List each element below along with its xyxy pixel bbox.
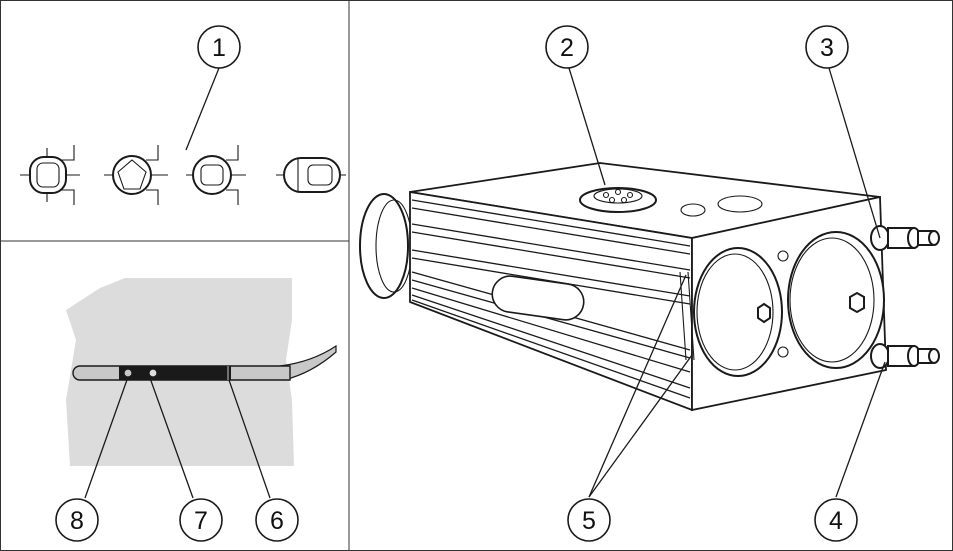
indicator-probe-illustration [72, 344, 337, 381]
bottom-fitting [870, 343, 940, 369]
top-fitting [870, 225, 940, 251]
leader-line [228, 379, 271, 499]
end-cap-left [693, 247, 783, 377]
callout-6: 6 [255, 498, 299, 542]
leader-line [588, 274, 687, 498]
callout-8-label: 8 [70, 507, 84, 535]
leader-line [568, 67, 606, 186]
shaft-profile-icon [20, 145, 80, 205]
leader-line [828, 67, 881, 239]
shaft-profiles-panel: 1 [20, 25, 346, 205]
callout-4: 4 [814, 498, 858, 542]
callout-3: 3 [805, 25, 849, 69]
callout-5: 5 [567, 498, 611, 542]
callout-4-label: 4 [829, 507, 843, 535]
top-connector [579, 187, 763, 217]
actuator-panel: 2 3 5 4 [359, 25, 940, 542]
callout-8: 8 [55, 498, 99, 542]
leader-line [84, 376, 129, 499]
marker-hole [148, 368, 158, 378]
shaft-profile-icon [186, 145, 246, 205]
callout-3-label: 3 [820, 34, 834, 62]
leader-line [588, 354, 693, 498]
leader-line [185, 67, 220, 151]
callout-5-label: 5 [582, 507, 596, 535]
callout-6-label: 6 [270, 507, 284, 535]
valve-actuator-illustration [359, 162, 940, 412]
end-cap-right [787, 231, 885, 369]
side-window [491, 275, 585, 321]
indicator-probe-panel: 8 7 6 [55, 278, 337, 542]
leader-line [835, 361, 886, 498]
shaft-profile-icon [104, 145, 168, 205]
marker-hole [123, 368, 133, 378]
callout-7: 7 [179, 498, 223, 542]
callout-2-label: 2 [560, 34, 574, 62]
callout-1-label: 1 [212, 34, 226, 62]
callout-2: 2 [545, 25, 589, 69]
leader-line [149, 377, 194, 499]
shaft-profile-icon [276, 157, 346, 193]
callout-1: 1 [197, 25, 241, 69]
callout-7-label: 7 [194, 507, 208, 535]
